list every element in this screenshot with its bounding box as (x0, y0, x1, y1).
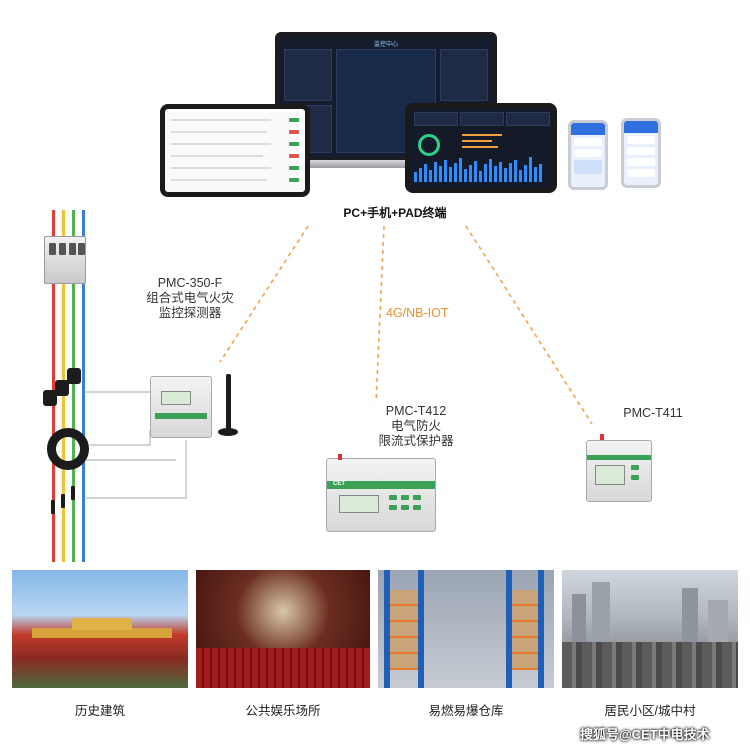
terminal-caption: PC+手机+PAD终端 (343, 206, 447, 220)
bar-strip-bar (479, 171, 482, 182)
bar-strip-bar (529, 157, 532, 182)
pmct411-label: PMC-T411 (608, 406, 698, 421)
bar-strip-bar (524, 165, 527, 182)
bar-strip-bar (464, 169, 467, 182)
bar-strip-bar (434, 162, 437, 182)
current-transformer-icon (55, 380, 69, 396)
scene-label: 历史建筑 (74, 704, 125, 718)
sense-line (90, 430, 151, 446)
bar-strip-bar (519, 170, 522, 182)
bar-strip-bar (534, 167, 537, 182)
circuit-breaker (44, 236, 86, 284)
pmc350f-module (150, 376, 212, 438)
device-name-line: 监控探测器 (158, 306, 222, 320)
bar-strip-bar (429, 170, 432, 182)
dashboard-panel (506, 112, 550, 126)
list-row (171, 119, 271, 121)
scene-photo-historic (12, 570, 188, 688)
bar-strip-bar (439, 166, 442, 182)
bar-strip-bar (459, 158, 462, 182)
device-model: PMC-350-F (157, 276, 223, 290)
phone-app (621, 118, 661, 188)
bar-strip-bar (474, 161, 477, 182)
current-transformer-icon (67, 368, 81, 384)
bar-strip-bar (499, 162, 502, 182)
bar-strip-bar (494, 166, 497, 182)
temperature-probe-icon (51, 500, 55, 514)
list-row-button (289, 166, 299, 170)
list-row-button (289, 118, 299, 122)
bar-strip-bar (424, 164, 427, 182)
bar-strip-bar (504, 168, 507, 182)
device-name-line: 电气防火 (390, 419, 441, 433)
list-row-button (289, 142, 299, 146)
pad-dashboard (405, 103, 557, 193)
link-to-pmct412 (375, 225, 385, 403)
laptop-base (262, 160, 510, 168)
device-model: PMC-T412 (385, 404, 447, 418)
progress-line (462, 146, 498, 148)
wire-green (72, 210, 75, 562)
scene-photo-city (562, 570, 738, 688)
bar-strip-bar (444, 160, 447, 182)
bar-strip-bar (539, 164, 542, 182)
list-row-button (289, 154, 299, 158)
scene-label: 易燃易爆仓库 (428, 704, 504, 718)
dashboard-panel (460, 112, 504, 126)
pmct412-module: CET (326, 458, 436, 532)
network-label: 4G/NB-IOT (386, 306, 449, 320)
current-transformer-icon (43, 390, 57, 406)
dashboard-panel (440, 49, 488, 101)
dashboard-title: 监控中心 (373, 42, 398, 48)
device-name-line: 组合式电气火灾 (146, 291, 234, 305)
scene-label: 公共娱乐场所 (245, 704, 321, 718)
bar-strip-bar (454, 163, 457, 182)
dashboard-panel (284, 49, 332, 101)
bar-strip-bar (469, 165, 472, 182)
antenna-base-icon (218, 428, 238, 436)
scene-label: 居民小区/城中村 (604, 704, 696, 718)
dashboard-panel (414, 112, 458, 126)
device-name-line: 限流式保护器 (378, 434, 454, 448)
wire-blue (82, 210, 85, 562)
bar-strip-bar (414, 172, 417, 182)
temperature-probe-icon (61, 494, 65, 508)
list-row (171, 155, 263, 157)
status-led-icon (338, 454, 342, 460)
phone-app (568, 120, 608, 190)
link-to-pmct411 (465, 225, 593, 425)
brand-badge: CET (333, 481, 345, 487)
list-row (171, 131, 267, 133)
pmc350f-label: PMC-350-F 组合式电气火灾 监控探测器 (130, 276, 250, 321)
progress-line (462, 140, 492, 142)
wire-red (52, 210, 55, 562)
pmct412-label: PMC-T412 电气防火 限流式保护器 (356, 404, 476, 449)
pad-list-view (160, 104, 310, 197)
list-row-button (289, 130, 299, 134)
bar-strip-bar (489, 159, 492, 182)
list-row (171, 143, 271, 145)
temperature-probe-icon (71, 486, 75, 500)
progress-line (462, 134, 502, 136)
sense-line (86, 440, 187, 499)
gauge-ring (418, 134, 440, 156)
bar-strip-bar (449, 167, 452, 182)
list-row-button (289, 178, 299, 182)
list-row (171, 179, 267, 181)
scene-photo-theater (196, 570, 370, 688)
bar-strip (414, 157, 548, 186)
pmct411-module (586, 440, 652, 502)
bar-strip-bar (514, 160, 517, 182)
residual-current-ring-icon (47, 428, 89, 470)
antenna-icon (226, 374, 231, 432)
bar-strip-bar (509, 163, 512, 182)
bar-strip-bar (484, 164, 487, 182)
device-model: PMC-T411 (623, 406, 683, 420)
scene-photo-warehouse (378, 570, 554, 688)
list-row (171, 167, 271, 169)
bar-strip-bar (419, 168, 422, 182)
status-led-icon (600, 434, 604, 440)
watermark: 搜狐号@CET中电技术 (580, 727, 710, 742)
